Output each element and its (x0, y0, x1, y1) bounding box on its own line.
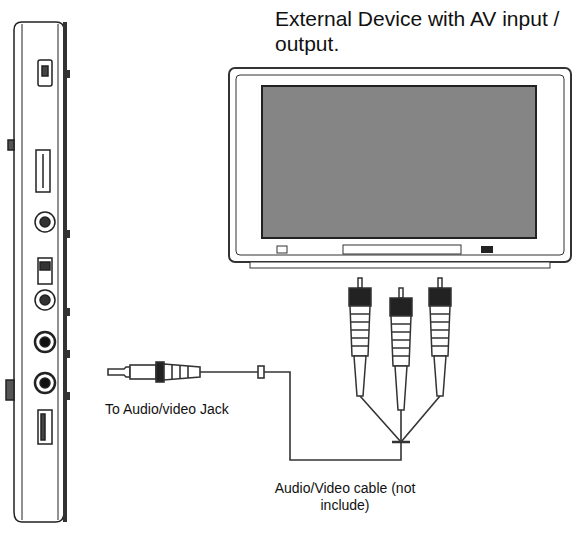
rca-plug (429, 278, 451, 396)
rca-plug (390, 288, 412, 410)
jack-label: To Audio/video Jack (103, 401, 267, 418)
dvd-player (6, 22, 70, 522)
rca-plugs (349, 278, 451, 410)
device-heading: External Device with AV input / output. (275, 6, 565, 56)
cable-label: Audio/Video cable (not include) (268, 480, 422, 514)
rca-plug (349, 278, 371, 396)
tv-set (229, 68, 571, 268)
device-box: External Device with AV input / output. (229, 68, 571, 262)
